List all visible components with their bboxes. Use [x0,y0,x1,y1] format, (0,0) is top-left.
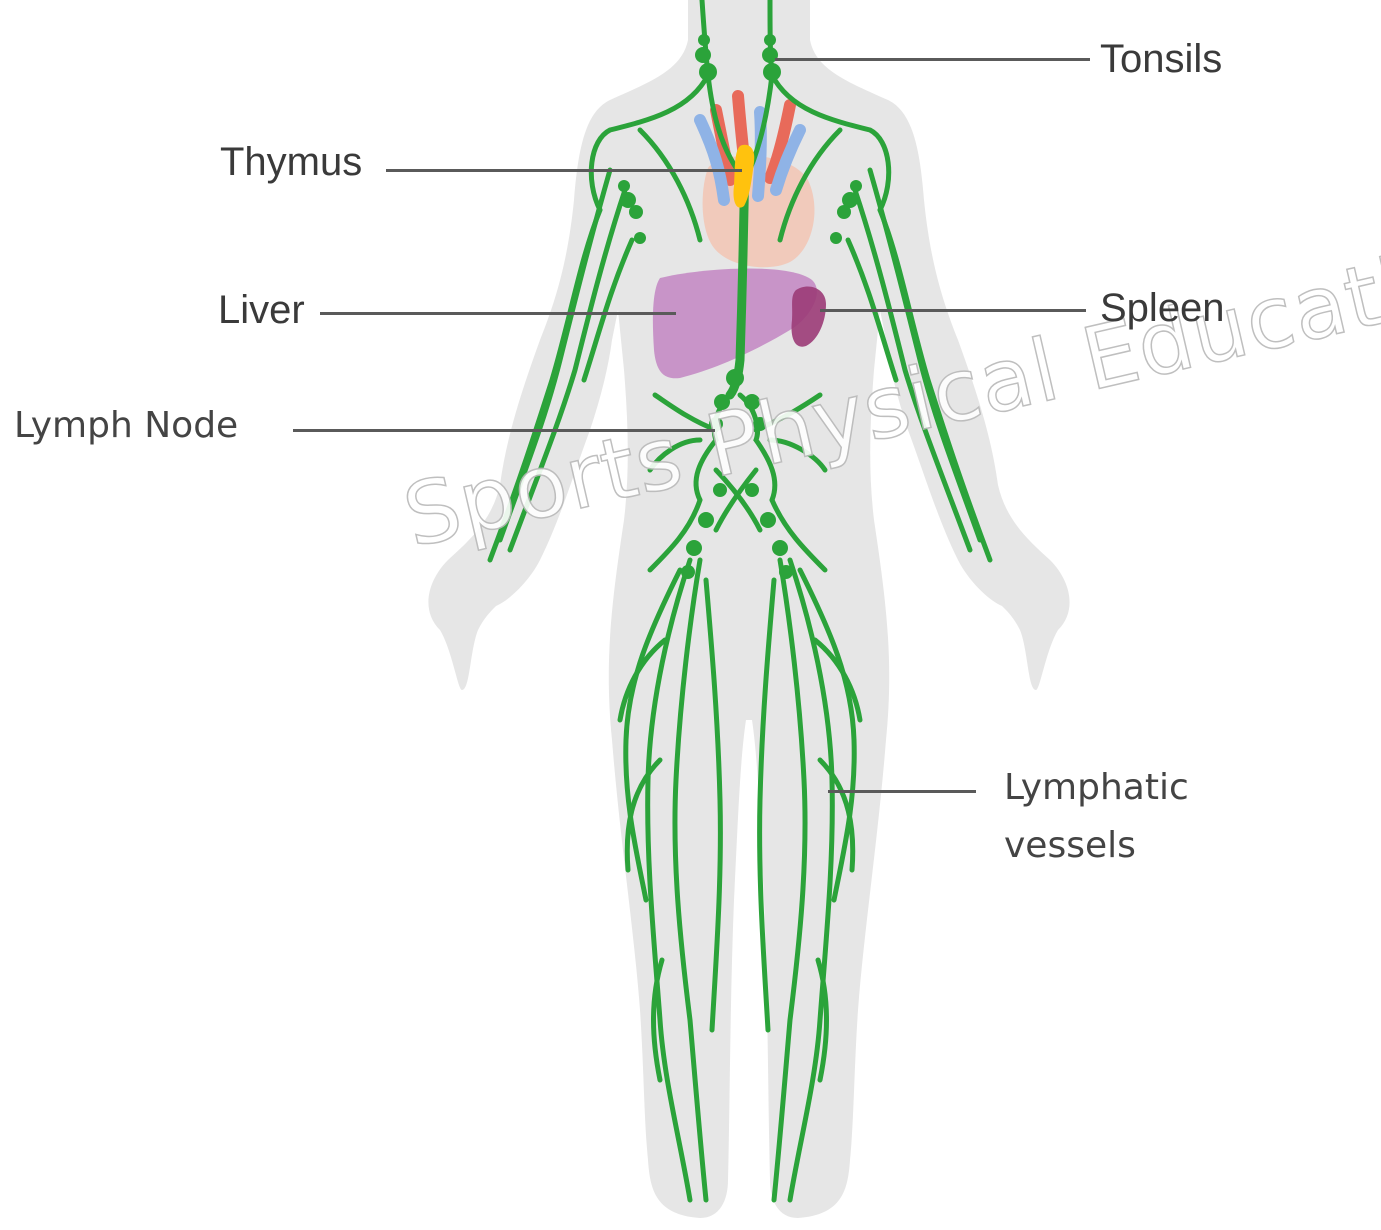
leader-lymph-node [293,429,715,432]
label-spleen: Spleen [1100,288,1225,328]
label-lymphatic-vessels-line1: Lymphatic [1004,770,1189,806]
leader-thymus [386,169,742,172]
label-tonsils: Tonsils [1100,39,1222,79]
label-lymph-node: Lymph Node [14,408,238,444]
label-lymphatic-vessels-line2: vessels [1004,828,1136,864]
leader-liver [320,312,676,315]
leader-tonsils [775,58,1090,61]
leader-lymphatic-vessels [828,790,976,793]
label-liver: Liver [218,290,305,330]
label-thymus: Thymus [220,142,362,182]
leader-spleen [820,309,1086,312]
